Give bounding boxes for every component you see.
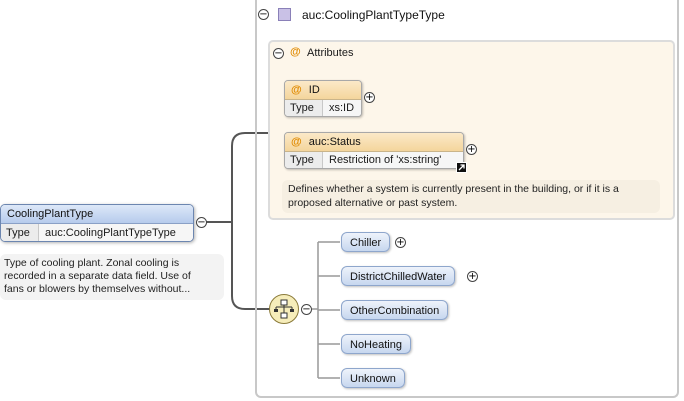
root-element-box[interactable]: CoolingPlantType Type auc:CoolingPlantTy… — [0, 204, 194, 242]
attribute-id-type-value: xs:ID — [323, 100, 361, 116]
attribute-id[interactable]: @ ID Type xs:ID — [284, 80, 362, 117]
collapse-attributes-toggle[interactable]: − — [273, 48, 284, 59]
attribute-id-name: ID — [308, 84, 320, 96]
attribute-status-type-key: Type — [285, 152, 323, 168]
branch-to-attributes — [231, 132, 270, 222]
choice-item-unknown[interactable]: Unknown — [341, 368, 405, 388]
attribute-at-icon: @ — [291, 84, 302, 96]
attributes-label: Attributes — [307, 47, 354, 59]
collapse-root-toggle[interactable]: − — [196, 217, 207, 228]
attribute-at-icon: @ — [291, 136, 302, 148]
complex-type-frame — [255, 0, 679, 398]
choice-item-othercombination[interactable]: OtherCombination — [341, 300, 449, 320]
attribute-status-type-value: Restriction of 'xs:string' — [323, 152, 463, 168]
root-type-key: Type — [1, 224, 39, 241]
expand-id-toggle[interactable]: + — [364, 92, 375, 103]
complex-type-icon — [278, 8, 291, 21]
root-type-value: auc:CoolingPlantTypeType — [39, 224, 193, 241]
expand-chiller-toggle[interactable]: + — [395, 237, 406, 248]
attributes-at-icon: @ — [290, 46, 301, 58]
choice-compositor-icon[interactable] — [269, 294, 299, 324]
complex-type-title: auc:CoolingPlantTypeType — [302, 8, 445, 22]
choice-item-districtchilledwater[interactable]: DistrictChilledWater — [341, 266, 456, 286]
collapse-type-toggle[interactable]: − — [258, 9, 269, 20]
root-element-name: CoolingPlantType — [1, 205, 193, 224]
expand-districtchilledwater-toggle[interactable]: + — [467, 271, 478, 282]
expand-status-toggle[interactable]: + — [466, 144, 477, 155]
attribute-status[interactable]: @ auc:Status Type Restriction of 'xs:str… — [284, 132, 464, 169]
branch-to-choice — [231, 222, 270, 310]
attribute-status-name: auc:Status — [308, 136, 361, 148]
choice-item-chiller[interactable]: Chiller — [341, 232, 391, 252]
status-annotation: Defines whether a system is currently pr… — [282, 180, 660, 213]
root-annotation: Type of cooling plant. Zonal cooling is … — [0, 254, 224, 300]
collapse-choice-toggle[interactable]: − — [301, 304, 312, 315]
choice-item-noheating[interactable]: NoHeating — [341, 334, 411, 354]
restriction-link-icon[interactable] — [456, 162, 467, 173]
attribute-id-type-key: Type — [285, 100, 323, 116]
